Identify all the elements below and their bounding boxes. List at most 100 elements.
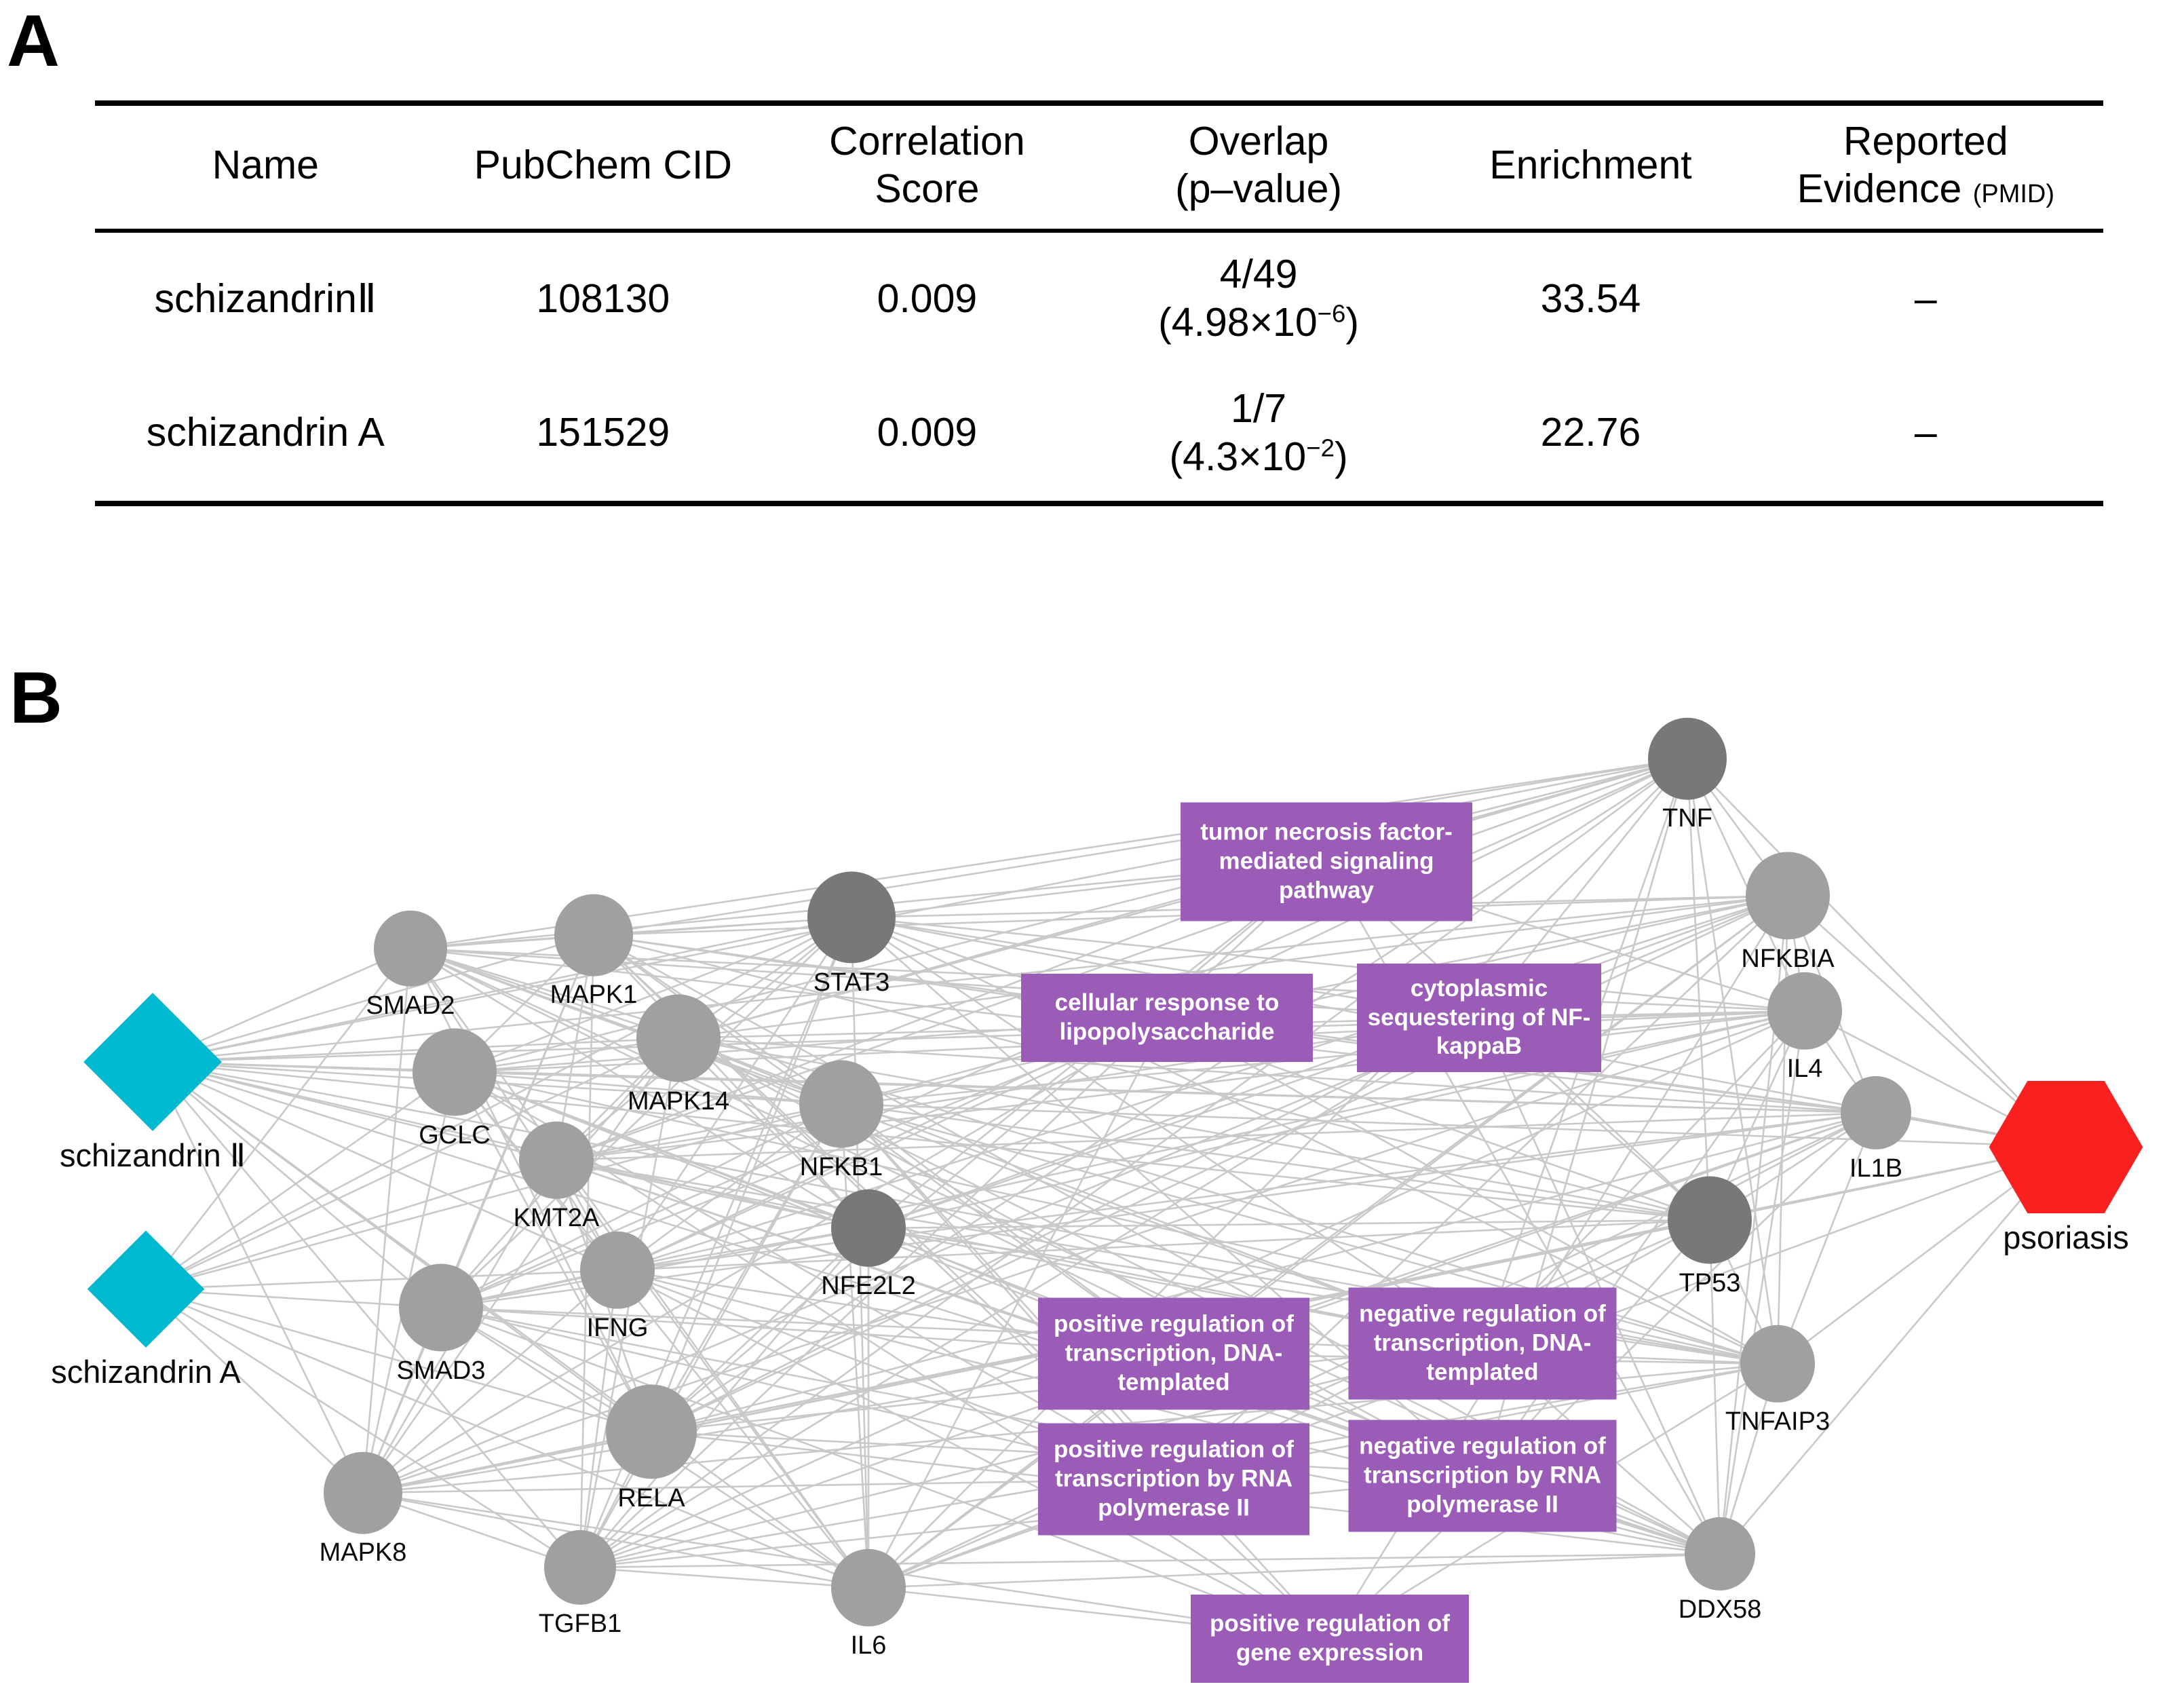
- pvalue-close-paren: ): [1334, 434, 1348, 479]
- gene-label-mapk14: MAPK14: [628, 1086, 729, 1116]
- column-header-name: Name: [95, 100, 436, 233]
- cell-correlation-score: 0.009: [877, 275, 978, 321]
- gene-node-il1b[interactable]: [1841, 1076, 1911, 1150]
- gene-label-tnfaip3: TNFAIP3: [1725, 1407, 1831, 1437]
- cell-name: schizandrinⅡ: [154, 275, 377, 321]
- gene-node-ifng[interactable]: [580, 1231, 655, 1310]
- gene-node-nfe2l2[interactable]: [831, 1189, 906, 1268]
- gene-node-tgfb1[interactable]: [544, 1529, 616, 1605]
- table-header-row: Name PubChem CID Correlation Score Overl…: [95, 100, 2103, 233]
- column-header-correlation-score-line1: Correlation: [829, 119, 1025, 164]
- panel-a-letter: A: [7, 0, 60, 81]
- column-header-reported-evidence-line2: Evidence (PMID): [1752, 166, 2099, 213]
- disease-label-psoriasis: psoriasis: [2003, 1219, 2129, 1255]
- go-pos-reg-transcription-dna[interactable]: positive regulation of transcription, DN…: [1038, 1297, 1309, 1410]
- go-cytoplasmic-sequestering[interactable]: cytoplasmic sequestering of NF-kappaB: [1357, 964, 1601, 1072]
- gene-label-smad3: SMAD3: [396, 1356, 486, 1385]
- cell-overlap: 4/49 (4.98×10−6): [1084, 231, 1434, 367]
- go-tnf-signaling[interactable]: tumor necrosis factor-mediated signaling…: [1181, 802, 1472, 921]
- gene-node-mapk1[interactable]: [554, 894, 633, 976]
- disease-node-psoriasis[interactable]: [1988, 1080, 2144, 1213]
- gene-label-tnf: TNF: [1662, 804, 1712, 833]
- reported-evidence-word: Evidence: [1797, 166, 1962, 211]
- pvalue-close-paren: ): [1345, 300, 1360, 345]
- panel-b-letter: B: [9, 656, 62, 738]
- gene-label-ifng: IFNG: [586, 1314, 649, 1343]
- gene-label-tp53: TP53: [1679, 1268, 1741, 1297]
- go-cellular-response-lps[interactable]: cellular response to lipopolysaccharide: [1021, 974, 1313, 1062]
- gene-node-il4[interactable]: [1767, 972, 1842, 1050]
- column-header-overlap: Overlap (p–value): [1084, 100, 1434, 233]
- cell-enrichment: 22.76: [1433, 366, 1748, 507]
- compound-label-schizandrin2: schizandrin Ⅱ: [60, 1137, 246, 1173]
- gene-label-kmt2a: KMT2A: [513, 1204, 600, 1233]
- compound-summary-table: Name PubChem CID Correlation Score Overl…: [95, 100, 2103, 507]
- gene-node-nfkbia[interactable]: [1746, 852, 1830, 940]
- gene-node-nfkb1[interactable]: [799, 1060, 883, 1148]
- gene-label-il1b: IL1B: [1849, 1154, 1903, 1183]
- gene-label-tgfb1: TGFB1: [538, 1610, 622, 1639]
- pvalue-exponent: −2: [1306, 433, 1335, 461]
- gene-node-smad3[interactable]: [399, 1263, 483, 1352]
- cell-overlap-fraction: 4/49: [1219, 252, 1298, 297]
- column-header-enrichment: Enrichment: [1433, 100, 1748, 233]
- gene-label-nfkbia: NFKBIA: [1741, 944, 1835, 973]
- column-header-correlation-score: Correlation Score: [770, 100, 1084, 233]
- column-header-reported-evidence-line1: Reported: [1843, 119, 2008, 164]
- go-neg-reg-transcription-rna[interactable]: negative regulation of transcription by …: [1348, 1420, 1617, 1532]
- column-header-pubchem-cid: PubChem CID: [436, 100, 771, 233]
- cell-overlap: 1/7 (4.3×10−2): [1084, 366, 1434, 507]
- gene-label-smad2: SMAD2: [366, 991, 455, 1021]
- cell-reported-evidence: –: [1914, 275, 1937, 321]
- column-header-name-line1: Name: [212, 142, 319, 187]
- column-header-reported-evidence: Reported Evidence (PMID): [1748, 100, 2103, 233]
- gene-label-nfe2l2: NFE2L2: [821, 1272, 916, 1301]
- table-row: schizandrin A 151529 0.009 1/7 (4.3×10−2…: [95, 366, 2103, 507]
- pvalue-mantissa: (4.98×10: [1158, 300, 1318, 345]
- gene-node-kmt2a[interactable]: [519, 1121, 594, 1200]
- gene-node-il6[interactable]: [831, 1548, 906, 1627]
- gene-node-mapk14[interactable]: [636, 994, 721, 1082]
- cell-overlap-pvalue: (4.98×10−6): [1088, 299, 1430, 347]
- cell-pubchem-cid: 108130: [536, 275, 670, 321]
- gene-label-il6: IL6: [850, 1631, 887, 1660]
- cell-name: schizandrin A: [95, 366, 436, 507]
- gene-node-rela[interactable]: [606, 1384, 697, 1479]
- pvalue-mantissa: (4.3×10: [1169, 434, 1307, 479]
- cell-enrichment: 33.54: [1540, 275, 1641, 321]
- column-header-correlation-score-line2: Score: [875, 166, 980, 211]
- gene-node-tnf[interactable]: [1648, 717, 1727, 800]
- table-row: schizandrinⅡ 108130 0.009 4/49 (4.98×10−…: [95, 231, 2103, 367]
- gene-label-il4: IL4: [1786, 1054, 1823, 1084]
- gene-node-smad2[interactable]: [374, 910, 447, 987]
- compound-label-schizandrinA: schizandrin A: [51, 1353, 241, 1390]
- column-header-overlap-line2: (p–value): [1175, 166, 1343, 211]
- pmid-note: (PMID): [1972, 179, 2054, 208]
- go-pos-reg-gene-expression[interactable]: positive regulation of gene expression: [1191, 1595, 1469, 1683]
- gene-label-gclc: GCLC: [419, 1120, 491, 1149]
- pvalue-exponent: −6: [1317, 299, 1346, 328]
- panel-a: A Name PubChem CID Correlation Score Ove…: [0, 0, 2184, 611]
- gene-label-mapk8: MAPK8: [319, 1538, 407, 1567]
- cell-overlap-pvalue: (4.3×10−2): [1088, 433, 1430, 481]
- cell-correlation-score: 0.009: [770, 366, 1084, 507]
- gene-label-stat3: STAT3: [813, 968, 890, 997]
- gene-node-mapk8[interactable]: [324, 1451, 402, 1534]
- gene-node-tp53[interactable]: [1668, 1176, 1752, 1264]
- column-header-overlap-line1: Overlap: [1188, 119, 1329, 164]
- gene-label-rela: RELA: [617, 1484, 685, 1513]
- gene-node-stat3[interactable]: [807, 871, 896, 964]
- go-neg-reg-transcription-dna[interactable]: negative regulation of transcription, DN…: [1348, 1287, 1617, 1400]
- cell-reported-evidence: –: [1748, 366, 2103, 507]
- cell-pubchem-cid: 151529: [436, 366, 771, 507]
- column-header-enrichment-line1: Enrichment: [1489, 142, 1692, 187]
- gene-node-tnfaip3[interactable]: [1740, 1325, 1815, 1403]
- gene-label-nfkb1: NFKB1: [799, 1152, 883, 1181]
- go-pos-reg-transcription-rna[interactable]: positive regulation of transcription by …: [1038, 1423, 1309, 1536]
- gene-label-ddx58: DDX58: [1678, 1595, 1762, 1624]
- column-header-pubchem-cid-line1: PubChem CID: [474, 142, 732, 187]
- gene-label-mapk1: MAPK1: [550, 981, 638, 1010]
- gene-node-ddx58[interactable]: [1685, 1517, 1755, 1591]
- cell-overlap-fraction: 1/7: [1231, 385, 1287, 431]
- gene-node-gclc[interactable]: [413, 1028, 497, 1116]
